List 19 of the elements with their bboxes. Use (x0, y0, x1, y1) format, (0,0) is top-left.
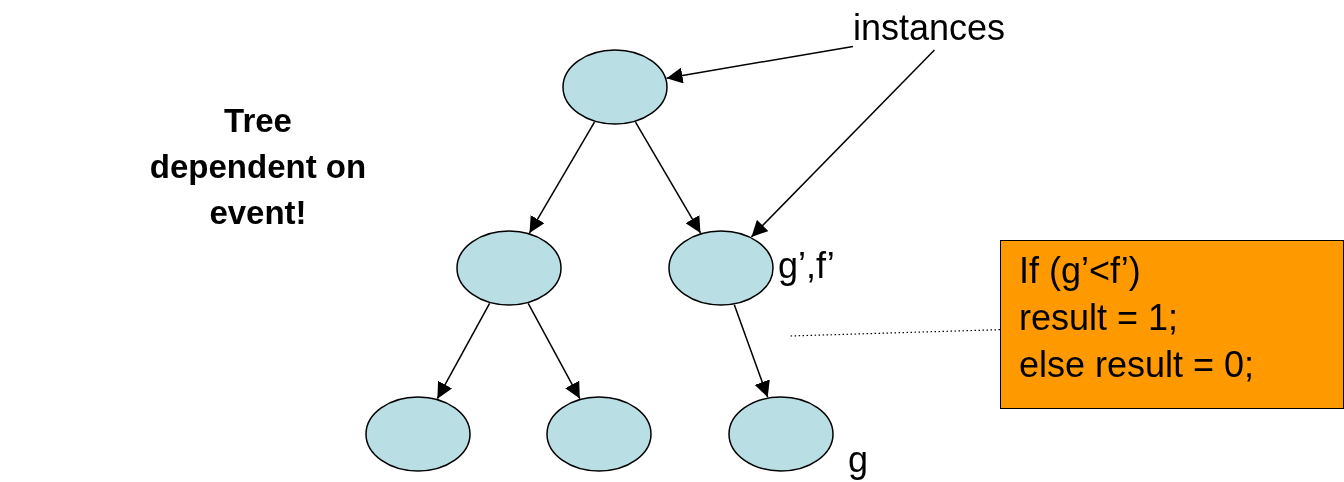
tree-node-ellipse (668, 230, 774, 306)
variable-label: g’,f’ (778, 246, 835, 286)
arrow (733, 304, 770, 398)
heading-note: Tree dependent on event! (148, 101, 368, 233)
arrow (528, 121, 596, 234)
arrow (665, 45, 854, 84)
tree-node-ellipse (365, 396, 471, 472)
code-note-box: If (g’<f’) result = 1; else result = 0; (1000, 240, 1344, 409)
tree-node-ellipse (456, 230, 562, 306)
arrow (634, 121, 702, 234)
tree-node-ellipse (546, 396, 652, 472)
annotation-text: instances (853, 8, 1006, 48)
tree-node-ellipse (562, 49, 668, 125)
arrow (436, 302, 491, 400)
leader-line (789, 329, 1001, 337)
variable-label: g (848, 440, 869, 480)
tree-node-ellipse (728, 396, 834, 472)
arrow (527, 302, 581, 400)
arrow (750, 49, 936, 238)
